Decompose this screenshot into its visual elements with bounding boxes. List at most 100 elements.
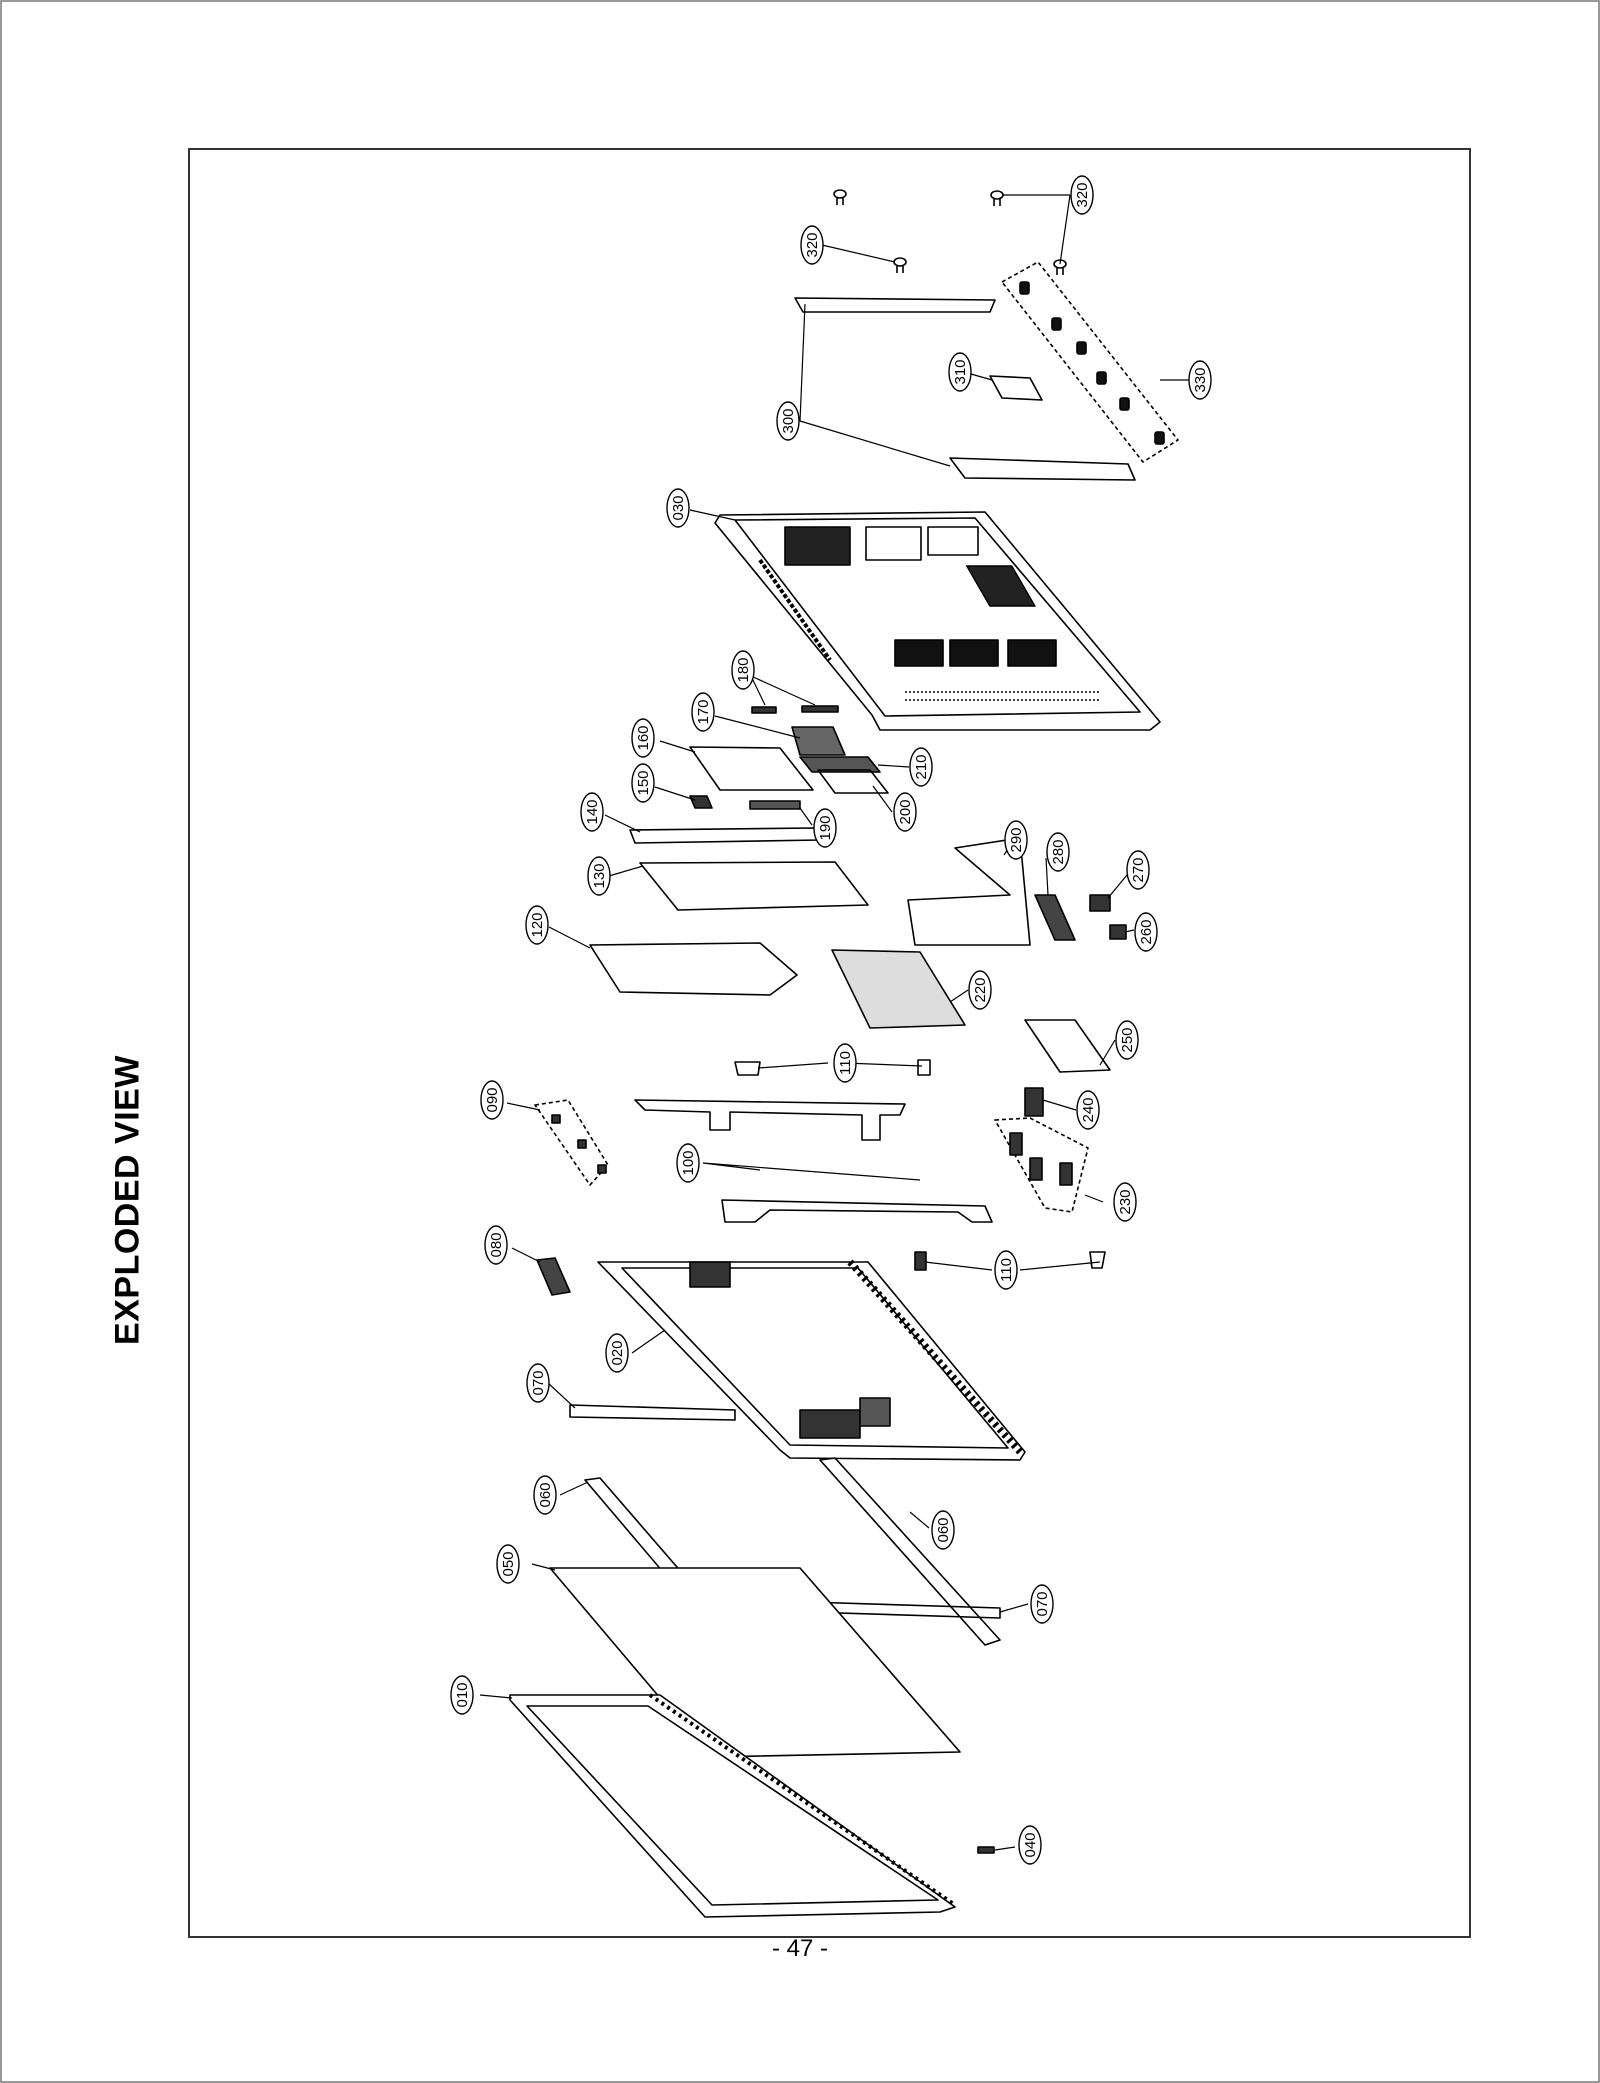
callout-text: 010 (454, 1682, 471, 1707)
callout-320: 320 (1070, 175, 1094, 215)
callout-text: 190 (817, 815, 834, 840)
callout-270: 270 (1126, 850, 1150, 890)
part-320-screws (833, 189, 1067, 275)
part-020-chassis (597, 1259, 1026, 1461)
callout-text: 260 (1138, 919, 1155, 944)
callout-130: 130 (587, 856, 611, 896)
part-170-board (791, 726, 846, 756)
callout-text: 280 (1050, 839, 1067, 864)
callout-020: 020 (605, 1333, 629, 1373)
callout-text: 320 (1074, 182, 1091, 207)
part-080 (536, 1257, 571, 1296)
callout-110: 110 (994, 1250, 1018, 1290)
part-040 (977, 1846, 995, 1854)
callout-text: 170 (695, 699, 712, 724)
callout-text: 090 (484, 1087, 501, 1112)
callout-090: 090 (480, 1080, 504, 1120)
callout-070: 070 (526, 1363, 550, 1403)
callout-100: 100 (676, 1143, 700, 1183)
callout-text: 300 (780, 408, 797, 433)
part-100-stand-brackets (634, 1099, 993, 1223)
callout-310: 310 (948, 352, 972, 392)
callout-text: 150 (635, 770, 652, 795)
part-010-front-bezel (509, 1693, 957, 1918)
callout-text: 130 (591, 863, 608, 888)
part-130-shield (639, 861, 869, 911)
callout-text: 330 (1192, 367, 1209, 392)
callout-320: 320 (800, 225, 824, 265)
callout-text: 120 (529, 912, 546, 937)
callout-text: 250 (1119, 1027, 1136, 1052)
callout-050: 050 (496, 1544, 520, 1584)
part-310-bracket (989, 375, 1043, 401)
callout-text: 320 (804, 232, 821, 257)
callout-text: 140 (584, 799, 601, 824)
callout-text: 200 (897, 799, 914, 824)
callout-280: 280 (1046, 832, 1070, 872)
part-230-group (994, 1117, 1089, 1213)
callout-text: 310 (952, 359, 969, 384)
callout-text: 040 (1022, 1832, 1039, 1857)
callout-text: 210 (913, 754, 930, 779)
callout-text: 290 (1008, 827, 1025, 852)
part-220-power-board (831, 949, 966, 1029)
page-number: - 47 - (771, 1935, 828, 1962)
callout-060: 060 (931, 1510, 955, 1550)
part-300-stand-cover (794, 297, 1136, 481)
part-210-board (799, 756, 881, 773)
callout-200: 200 (893, 792, 917, 832)
callout-330: 330 (1188, 360, 1212, 400)
heading-text: EXPLODED VIEW (108, 1055, 147, 1345)
callout-text: 240 (1080, 1097, 1097, 1122)
part-110-brackets (734, 1059, 1106, 1271)
callout-210: 210 (909, 747, 933, 787)
part-200-board (817, 769, 889, 794)
callout-120: 120 (525, 905, 549, 945)
callout-text: 070 (1034, 1591, 1051, 1616)
callout-010: 010 (450, 1675, 474, 1715)
drawing-frame (188, 148, 1471, 1938)
callout-text: 060 (537, 1482, 554, 1507)
callout-text: 030 (670, 495, 687, 520)
callout-140: 140 (580, 792, 604, 832)
callout-030: 030 (666, 488, 690, 528)
part-190 (749, 800, 801, 810)
callout-text: 110 (837, 1051, 854, 1075)
part-090-group (534, 1099, 609, 1186)
part-120-cover-plate (589, 942, 798, 996)
part-150 (689, 795, 713, 809)
callout-260: 260 (1134, 912, 1158, 952)
callout-text: 270 (1130, 857, 1147, 882)
callout-070: 070 (1030, 1584, 1054, 1624)
callout-text: 230 (1117, 1189, 1134, 1214)
callout-190: 190 (813, 808, 837, 848)
callout-170: 170 (691, 692, 715, 732)
callout-040: 040 (1018, 1825, 1042, 1865)
part-250-board (1024, 1019, 1111, 1073)
callout-text: 020 (609, 1340, 626, 1365)
callout-220: 220 (968, 970, 992, 1010)
part-160-main-board (689, 746, 814, 791)
callout-060: 060 (533, 1475, 557, 1515)
callout-180: 180 (731, 650, 755, 690)
callout-230: 230 (1113, 1182, 1137, 1222)
callout-text: 070 (530, 1370, 547, 1395)
callout-labels: 320 320 300 310 330 030 180 170 160 210 150 200 190 1… (450, 175, 1212, 1865)
callout-250: 250 (1115, 1020, 1139, 1060)
part-260 (1109, 924, 1127, 940)
callout-text: 220 (972, 977, 989, 1002)
callout-080: 080 (484, 1225, 508, 1265)
callout-240: 240 (1076, 1090, 1100, 1130)
callout-110: 110 (833, 1043, 857, 1083)
callout-text: 060 (935, 1517, 952, 1542)
callout-text: 180 (735, 657, 752, 682)
callout-160: 160 (631, 718, 655, 758)
callout-text: 080 (488, 1232, 505, 1257)
part-050-panel (549, 1567, 961, 1758)
part-270 (1089, 894, 1111, 912)
part-240 (1024, 1087, 1044, 1117)
callout-text: 160 (635, 725, 652, 750)
part-280-board (1034, 894, 1076, 941)
callout-150: 150 (631, 763, 655, 803)
